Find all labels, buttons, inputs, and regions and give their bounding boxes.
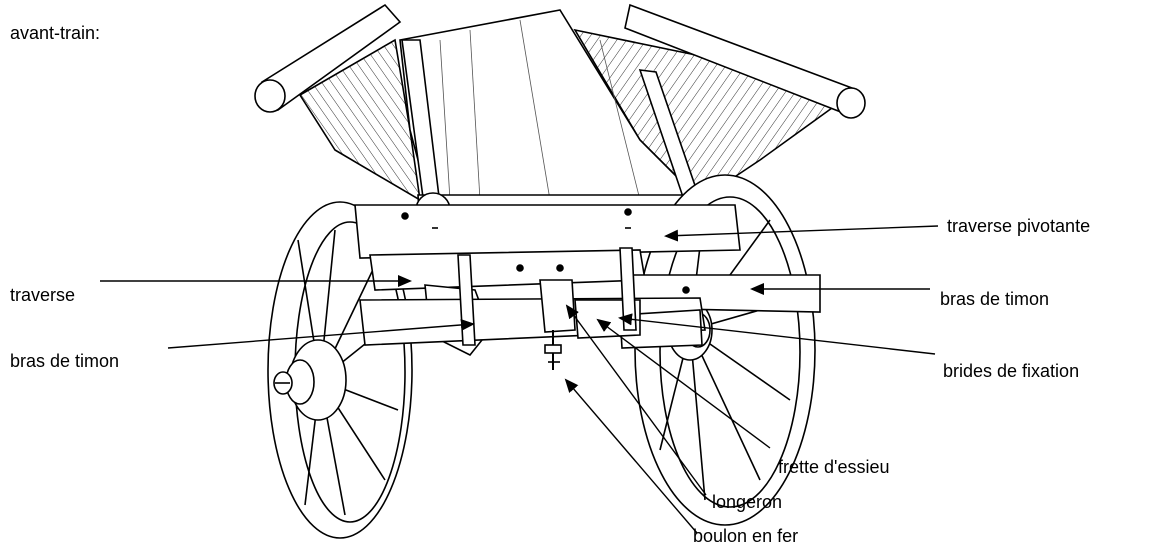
label-brides-de-fixation: brides de fixation (943, 361, 1080, 381)
leader-longeron (565, 304, 707, 496)
wagon-body (254, 3, 866, 229)
leader-brides-de-fixation (618, 313, 936, 355)
leader-frette-d-essieu (596, 318, 771, 449)
label-boulon-en-fer: boulon en fer (693, 526, 799, 546)
leader-lines (100, 225, 939, 534)
leader-traverse-pivotante (664, 225, 939, 242)
undercarriage (354, 204, 821, 370)
leader-bras-de-timon-left (167, 318, 475, 349)
left-wheel (267, 201, 413, 539)
label-longeron: longeron (712, 492, 783, 512)
label-traverse: traverse (10, 285, 76, 305)
label-bras-de-timon-right: bras de timon (940, 289, 1050, 309)
diagram-caption: avant-train: (10, 23, 101, 43)
label-frette-d-essieu: frette d'essieu (778, 457, 890, 477)
label-traverse-pivotante: traverse pivotante (947, 216, 1091, 236)
leader-boulon-en-fer (564, 378, 698, 534)
label-bras-de-timon-left: bras de timon (10, 351, 120, 371)
